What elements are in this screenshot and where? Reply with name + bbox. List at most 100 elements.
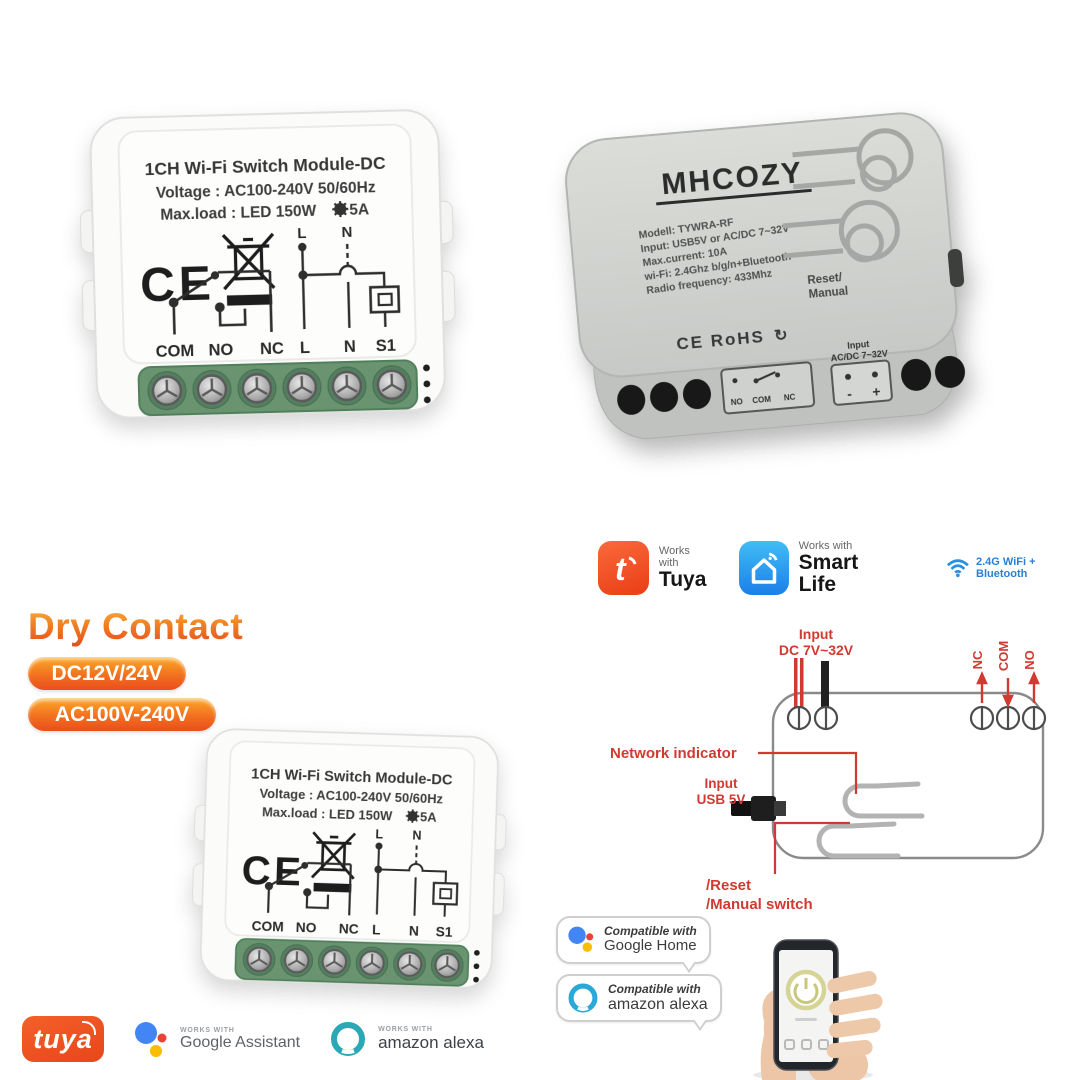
relay-nc-label: NC <box>260 340 284 359</box>
wiring-schematic <box>298 242 401 330</box>
google-home-icon <box>568 926 594 952</box>
diagram-nc-label: NC <box>970 650 985 669</box>
diagram-input-sub: DC 7V~32V <box>779 642 854 658</box>
relay-terminal-box: NO COM NC <box>720 361 816 415</box>
dry-contact-block: Dry Contact DC12V/24V AC100V-240V <box>28 606 243 731</box>
wifi-icon <box>947 559 970 578</box>
amazon-alexa-compat-badge: Compatible with amazon alexa <box>556 974 722 1022</box>
reset-annotation-2: /Manual switch <box>706 896 813 913</box>
google-home-badge: Compatible with Google Home <box>556 916 711 964</box>
usb-input-label: Input <box>705 776 738 791</box>
works-with-tuya: t Works with Tuya <box>598 541 709 596</box>
tuya-signal-icon <box>82 1021 96 1035</box>
wiring-n-top: N <box>412 829 421 843</box>
relay-schematic <box>264 861 352 916</box>
wiring-n-top: N <box>341 224 352 241</box>
module-label-panel <box>224 740 476 943</box>
wiring-s1-label: S1 <box>376 337 397 356</box>
network-indicator-label: Network indicator <box>610 745 737 762</box>
app-bottom-icons <box>784 1039 829 1050</box>
module-title: 1CH Wi-Fi Switch Module-DC <box>251 766 453 788</box>
compat-prefix: Compatible with <box>608 981 701 996</box>
status-led-dots <box>473 950 480 983</box>
relay-schematic <box>168 269 273 335</box>
gear-icon <box>332 201 349 218</box>
dry-contact-heading: Dry Contact <box>28 606 244 647</box>
module-label-panel <box>117 123 417 365</box>
reset-label-1: Reset/ <box>807 272 843 287</box>
module-voltage: Voltage : AC100-240V 50/60Hz <box>156 179 376 202</box>
smartlife-name: Smart Life <box>798 551 859 597</box>
front-no-label: NO <box>730 397 743 407</box>
wiring-l-top: L <box>297 225 307 242</box>
white-module-photo-top: 1CH Wi-Fi Switch Module-DC Voltage : AC1… <box>74 103 463 448</box>
google-assistant-badge: WORKS WITH Google Assistant <box>132 1018 300 1060</box>
power-icon <box>793 978 819 1004</box>
gray-module-photo: MHCOZY Modell: TYWRA-RF Input: USB5V or … <box>538 98 986 478</box>
smartphone <box>773 939 839 1071</box>
white-module-photo-bottom: 1CH Wi-Fi Switch Module-DC Voltage : AC1… <box>186 723 513 1014</box>
gray-module-graphic: MHCOZY Modell: TYWRA-RF Input: USB5V or … <box>565 112 965 440</box>
amazon-alexa-badge: WORKS WITH amazon alexa <box>328 1019 484 1059</box>
side-port <box>947 248 965 288</box>
diagram-com-label: COM <box>996 641 1011 671</box>
relay-com-label: COM <box>251 919 284 935</box>
screw-terminals <box>786 705 1047 731</box>
terminal-arrows <box>976 671 1040 708</box>
tuya-logo: tuya <box>22 1016 104 1062</box>
wiring-n-label: N <box>344 338 356 356</box>
front-nc-label: NC <box>783 393 796 403</box>
google-assistant-label: Google Assistant <box>180 1033 301 1051</box>
tuya-app-icon: t <box>598 541 649 596</box>
module-voltage: Voltage : AC100-240V 50/60Hz <box>259 786 443 807</box>
front-input-sub: AC/DC 7~32V <box>830 348 888 363</box>
works-with-row: t Works with Tuya Works with Smart Life <box>598 540 1080 596</box>
smartlife-app-icon <box>739 541 789 596</box>
amazon-alexa-label: amazon alexa <box>608 995 708 1013</box>
gray-top-face <box>565 112 958 378</box>
module-amp: 5A <box>420 809 438 825</box>
diagram-input-label: Input <box>799 626 834 642</box>
wifi-note-text: 2.4G WiFi + Bluetooth <box>976 556 1036 581</box>
module-maxload: Max.load : LED 150W <box>262 804 393 823</box>
tuya-icon-letter: t <box>615 551 627 587</box>
terminal-block <box>234 938 470 987</box>
wiring-n-label: N <box>409 924 419 939</box>
relay-no-label: NO <box>296 920 317 936</box>
white-module-graphic: 1CH Wi-Fi Switch Module-DC Voltage : AC1… <box>191 728 507 989</box>
wiring-l-top: L <box>375 827 383 841</box>
wiring-l-label: L <box>372 923 381 938</box>
google-home-label: Google Home <box>604 937 697 955</box>
footer-logos: tuya WORKS WITH Google Assistant WORKS W… <box>22 1016 484 1062</box>
brand-underline <box>656 188 812 206</box>
terminal-block <box>137 359 419 417</box>
front-vents <box>617 355 965 415</box>
works-with-label: WORKS WITH <box>378 1025 433 1033</box>
compat-prefix: Compatible with <box>604 924 697 939</box>
front-com-label: COM <box>752 395 772 406</box>
usb-plug <box>731 796 786 821</box>
status-led-dots <box>423 364 431 404</box>
works-with-label: WORKS WITH <box>180 1026 235 1034</box>
polarity-minus: - <box>846 386 852 402</box>
module-maxload: Max.load : LED 150W <box>160 203 317 224</box>
works-with-text: Works with <box>658 545 690 570</box>
dc-input-box: - + <box>830 359 893 406</box>
fingers <box>826 970 883 1059</box>
reset-annotation-1: /Reset <box>706 877 751 894</box>
alexa-icon <box>331 1022 366 1056</box>
input-wires <box>794 658 829 708</box>
gear-icon <box>405 809 420 823</box>
wiring-schematic <box>374 842 459 917</box>
white-module-graphic: 1CH Wi-Fi Switch Module-DC Voltage : AC1… <box>79 109 456 419</box>
internal-clips <box>816 781 925 859</box>
works-with-text: Works with <box>798 540 853 552</box>
polarity-plus: + <box>872 383 882 400</box>
voltage-badge-dc: DC12V/24V <box>28 657 186 690</box>
tuya-name: Tuya <box>658 568 707 592</box>
phone-notch <box>790 941 822 948</box>
alexa-icon <box>568 983 598 1013</box>
wiring-l-label: L <box>300 339 311 357</box>
module-amp: 5A <box>349 201 369 219</box>
